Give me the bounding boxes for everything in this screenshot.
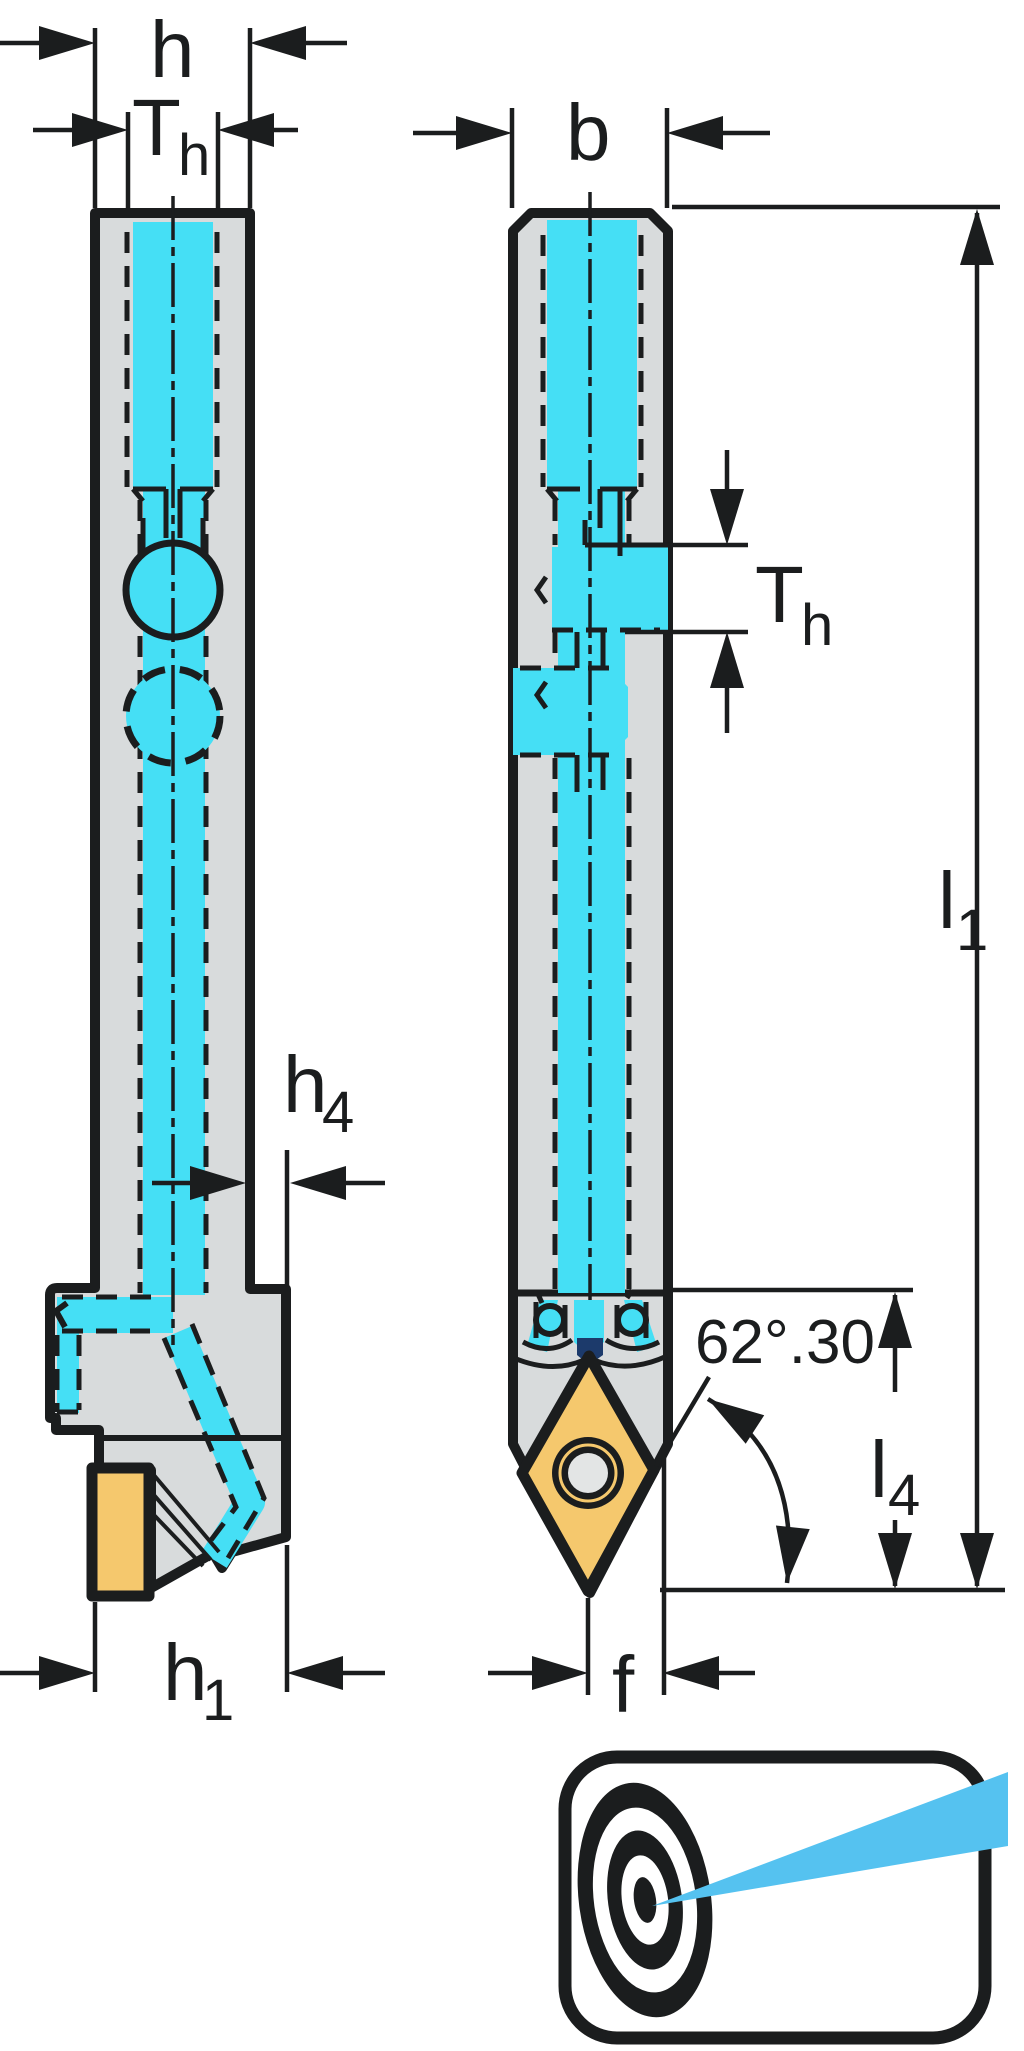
label-l4-sub: 4	[888, 1463, 920, 1528]
left-view-head-details	[52, 1300, 283, 1568]
label-l1: l	[938, 856, 956, 945]
left-view-coolant-channel	[57, 222, 265, 1568]
dimension-extension-lines	[92, 28, 1005, 1695]
label-h1-sub: 1	[202, 1668, 234, 1733]
label-h: h	[150, 5, 195, 94]
coolant-nozzle-right	[615, 1303, 649, 1337]
left-view-hidden-edges	[54, 232, 267, 1560]
coolant-nozzle-mark	[52, 1300, 69, 1329]
dimension-l4	[878, 1292, 912, 1589]
label-th-right: T	[755, 550, 804, 639]
dimension-h1	[0, 1656, 385, 1690]
precision-coolant-target-icon	[558, 1750, 1008, 2045]
dimension-l1	[960, 209, 994, 1589]
bullseye-target	[577, 1782, 713, 2018]
label-th-right-sub: h	[801, 593, 833, 658]
dimension-angle	[654, 1375, 810, 1585]
dimension-h	[0, 26, 347, 60]
label-angle: 62°.30	[695, 1308, 875, 1377]
coolant-nozzle-left	[533, 1303, 567, 1337]
label-l1-sub: 1	[956, 898, 988, 963]
diamond-insert	[516, 1350, 660, 1597]
label-b: b	[566, 88, 611, 177]
label-h1: h	[163, 1628, 208, 1717]
right-view-channel-step	[545, 486, 639, 556]
left-view-side-profile	[45, 196, 291, 1602]
label-h4-sub: 4	[322, 1080, 354, 1145]
dimension-th-right	[710, 450, 744, 733]
coolant-jet	[652, 1772, 1008, 1906]
label-h4: h	[283, 1040, 328, 1129]
dimension-th-left	[33, 113, 298, 147]
label-th-left: T	[132, 83, 181, 172]
dimension-b	[413, 116, 770, 150]
label-l4: l	[870, 1425, 888, 1514]
dimension-h4	[152, 1166, 385, 1200]
dimension-labels: h T h b T h l 1 h 4 l 4 62°.30 h 1 f	[132, 5, 988, 1733]
label-th-left-sub: h	[178, 123, 210, 188]
insert-side-view	[86, 1462, 155, 1602]
left-view-channel-step	[131, 486, 215, 552]
dimension-f	[488, 1656, 755, 1690]
insert-clamp-head	[513, 1288, 669, 1370]
right-view-front	[508, 192, 673, 1598]
label-f: f	[612, 1640, 635, 1729]
